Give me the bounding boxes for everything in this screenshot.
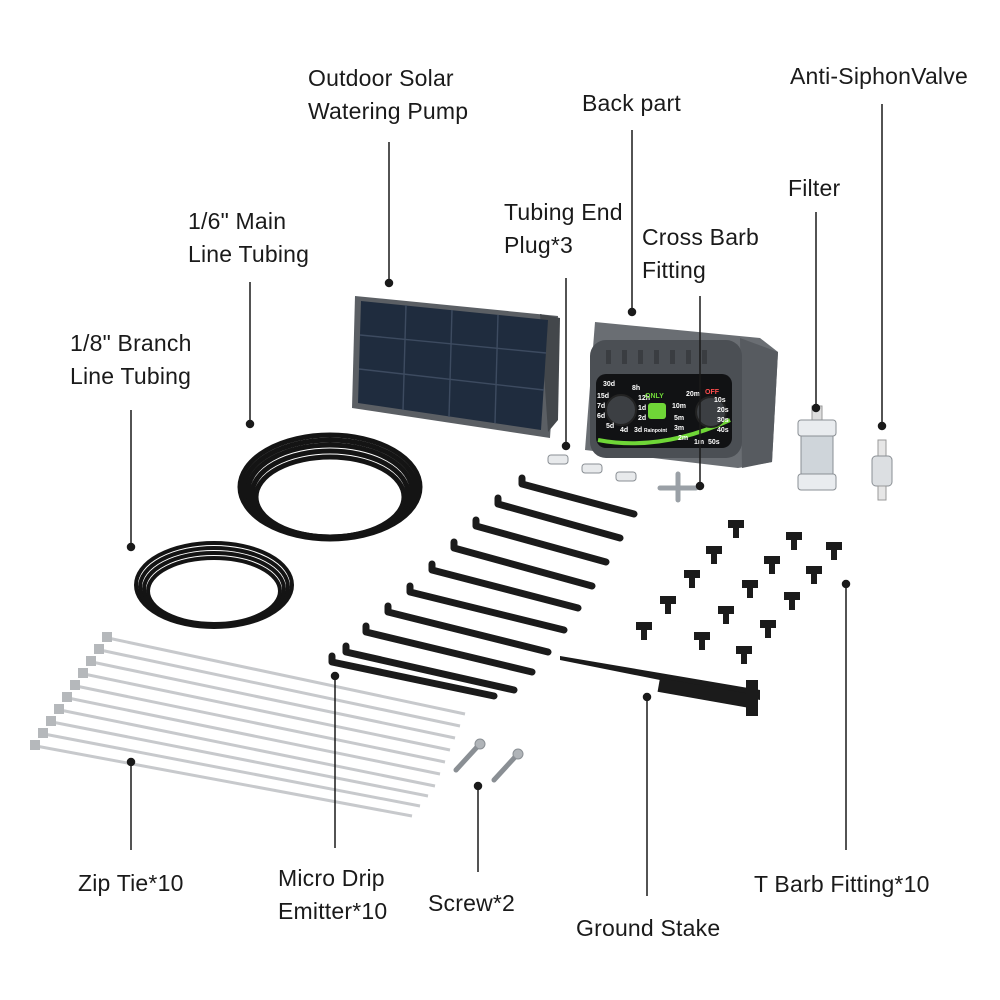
main-line-tubing: [237, 432, 423, 542]
label-branch-line-tubing: 1/8" Branch Line Tubing: [70, 330, 192, 389]
label-screw: Screw*2: [428, 890, 516, 916]
left-dial-tick: 15d: [597, 393, 609, 400]
left-dial-tick: 8h: [632, 385, 640, 392]
zip-ties: [35, 636, 466, 818]
cross-barb-fitting: [657, 471, 699, 503]
left-dial-tick: 30d: [603, 381, 615, 388]
right-dial-tick: 10m: [672, 403, 686, 410]
label-filter: Filter: [788, 175, 841, 201]
label-zip-tie: Zip Tie*10: [78, 870, 184, 896]
anti-siphon-valve: [871, 439, 893, 501]
right-dial-tick: 50s: [708, 439, 720, 446]
screws: [453, 738, 524, 783]
left-dial-tick: 4d: [620, 427, 628, 434]
left-dial-tick: 6d: [597, 413, 605, 420]
label-cross-barb-fitting: Cross Barb Fitting: [642, 224, 760, 283]
label-main-line-tubing: 1/6" Main Line Tubing: [188, 208, 310, 267]
right-dial-tick: 30s: [717, 417, 729, 424]
label-solar-pump: Outdoor Solar Watering Pump: [308, 65, 469, 124]
right-dial-tick: 5m: [674, 415, 684, 422]
left-dial-tick: 5d: [606, 423, 614, 430]
label-t-barb-fitting: T Barb Fitting*10: [754, 871, 930, 897]
right-dial-tick: 1m: [694, 439, 704, 446]
tubing-end-plugs: [547, 454, 637, 482]
right-dial-tick: 40s: [717, 427, 729, 434]
branch-line-tubing: [134, 541, 294, 629]
left-dial-tick: 2d: [638, 415, 646, 422]
t-barb-fittings: [636, 520, 842, 664]
left-dial-tick: 1d: [638, 405, 646, 412]
controller-status: OFF: [705, 389, 720, 396]
label-micro-drip-emitter: Micro Drip Emitter*10: [278, 865, 388, 924]
micro-drip-emitters: [328, 474, 638, 700]
label-ground-stake: Ground Stake: [576, 915, 721, 941]
label-tubing-end-plug: Tubing End Plug*3: [504, 199, 623, 258]
label-anti-siphon-valve: Anti-SiphonValve: [790, 63, 968, 89]
left-dial-tick: 7d: [597, 403, 605, 410]
filter: [797, 405, 837, 491]
ground-stake: [560, 656, 760, 716]
right-dial-tick: 20m: [686, 391, 700, 398]
pump-controller: 30d 15d 7d 6d 5d 4d 3d 2d 1d 12h 8h 20m …: [585, 322, 778, 468]
label-back-part: Back part: [582, 90, 681, 116]
zip-tie-heads: [30, 632, 112, 750]
right-dial-tick: 2m: [678, 435, 688, 442]
right-dial-tick: 20s: [717, 407, 729, 414]
controller-button-text: ONLY: [645, 393, 664, 400]
right-dial-tick: 3m: [674, 425, 684, 432]
left-dial-tick: 3d: [634, 427, 642, 434]
left-dial-tick: 12h: [638, 395, 650, 402]
controller-brand: Rainpoint: [644, 428, 667, 434]
leader-lines: [126, 104, 887, 896]
solar-panel: [352, 296, 560, 438]
right-dial-tick: 10s: [714, 397, 726, 404]
